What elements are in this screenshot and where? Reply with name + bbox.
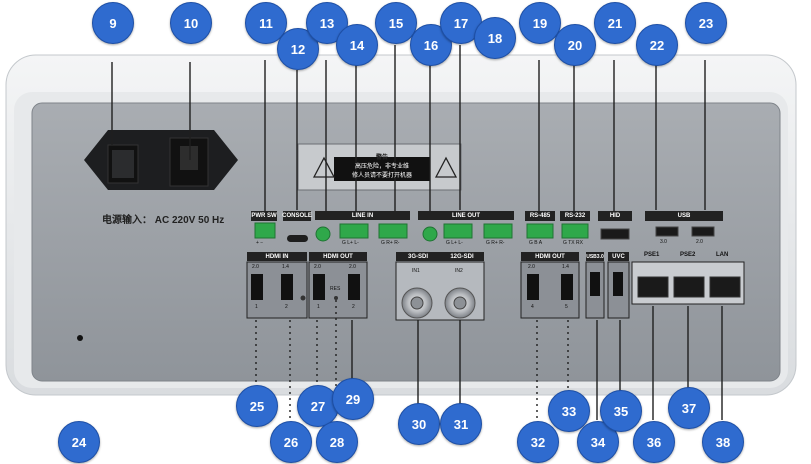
- callout-35: 35: [600, 390, 642, 432]
- line-out-left-pins: G L+ L-: [446, 240, 463, 246]
- sdi-in1-label: IN1: [412, 268, 420, 274]
- callout-26: 26: [270, 421, 312, 463]
- hdmi-out-4-version: 2.0: [528, 264, 535, 270]
- hdmi-in-1-version: 2.0: [252, 264, 259, 270]
- hdmi-in-2-version: 1.4: [282, 264, 289, 270]
- callout-27: 27: [297, 385, 339, 427]
- hdmi-out-1-number: 1: [317, 304, 320, 310]
- callout-10: 10: [170, 2, 212, 44]
- pwr-sw-pins: + −: [256, 240, 264, 246]
- callout-30: 30: [398, 403, 440, 445]
- sdi-3g-label: 3G-SDI: [396, 252, 440, 261]
- lan-label: LAN: [716, 252, 729, 258]
- callout-22: 22: [636, 24, 678, 66]
- callout-14: 14: [336, 24, 378, 66]
- pse2-label: PSE2: [680, 252, 696, 258]
- callout-32: 32: [517, 421, 559, 463]
- power-input-label: 电源输入： AC 220V 50 Hz: [102, 215, 225, 226]
- warning-line1: 高压危险，非专业维: [354, 164, 409, 170]
- line-in-right-pins: G R+ R-: [381, 240, 400, 246]
- usb-label: USB: [645, 211, 723, 221]
- line-in-left-pins: G L+ L-: [342, 240, 359, 246]
- callout-31: 31: [440, 403, 482, 445]
- callout-19: 19: [519, 2, 561, 44]
- hdmi-out-4-number: 4: [531, 304, 534, 310]
- sdi-in2-label: IN2: [455, 268, 463, 274]
- hdmi-in-label: HDMI IN: [247, 252, 307, 261]
- callout-37: 37: [668, 387, 710, 429]
- callout-23: 23: [685, 2, 727, 44]
- callout-15: 15: [375, 2, 417, 44]
- usb-left-version: 3.0: [660, 239, 667, 245]
- hdmi-out-right-label: HDMI OUT: [521, 252, 579, 261]
- rs485-pins: G B A: [529, 240, 543, 246]
- callout-29: 29: [332, 378, 374, 420]
- callout-33: 33: [548, 390, 590, 432]
- sdi-12g-label: 12G-SDI: [440, 252, 484, 261]
- callout-24: 24: [58, 421, 100, 463]
- hid-label: HID: [598, 211, 632, 221]
- hdmi-out-5-number: 5: [565, 304, 568, 310]
- usb30-label: USB3.0: [586, 252, 604, 261]
- callout-21: 21: [594, 2, 636, 44]
- callout-18: 18: [474, 17, 516, 59]
- pwr-sw-label: PWR SW: [251, 211, 277, 221]
- uvc-label: UVC: [608, 252, 629, 261]
- hdmi-out-2-number: 2: [352, 304, 355, 310]
- callout-38: 38: [702, 421, 744, 463]
- callout-9: 9: [92, 2, 134, 44]
- hdmi-out-left-label: HDMI OUT: [309, 252, 367, 261]
- warning-title: 警告: [375, 155, 388, 161]
- hdmi-out-5-version: 1.4: [562, 264, 569, 270]
- res-label: RES: [330, 286, 341, 292]
- rs232-label: RS-232: [560, 211, 590, 221]
- console-label: CONSOLE: [282, 211, 312, 221]
- line-out-label: LINE OUT: [418, 211, 514, 220]
- line-out-right-pins: G R+ R-: [486, 240, 505, 246]
- rs232-pins: G TX RX: [563, 240, 583, 246]
- callout-25: 25: [236, 385, 278, 427]
- callout-28: 28: [316, 421, 358, 463]
- rs485-label: RS-485: [525, 211, 555, 221]
- callout-36: 36: [633, 421, 675, 463]
- callout-20: 20: [554, 24, 596, 66]
- pse1-label: PSE1: [644, 252, 660, 258]
- hdmi-in-2-number: 2: [285, 304, 288, 310]
- hdmi-out-1-version: 2.0: [314, 264, 321, 270]
- hdmi-in-1-number: 1: [255, 304, 258, 310]
- warning-line2: 修人员请不要打开机器: [351, 173, 412, 179]
- line-in-label: LINE IN: [315, 211, 410, 220]
- hdmi-out-2-version: 2.0: [349, 264, 356, 270]
- usb-right-version: 2.0: [696, 239, 703, 245]
